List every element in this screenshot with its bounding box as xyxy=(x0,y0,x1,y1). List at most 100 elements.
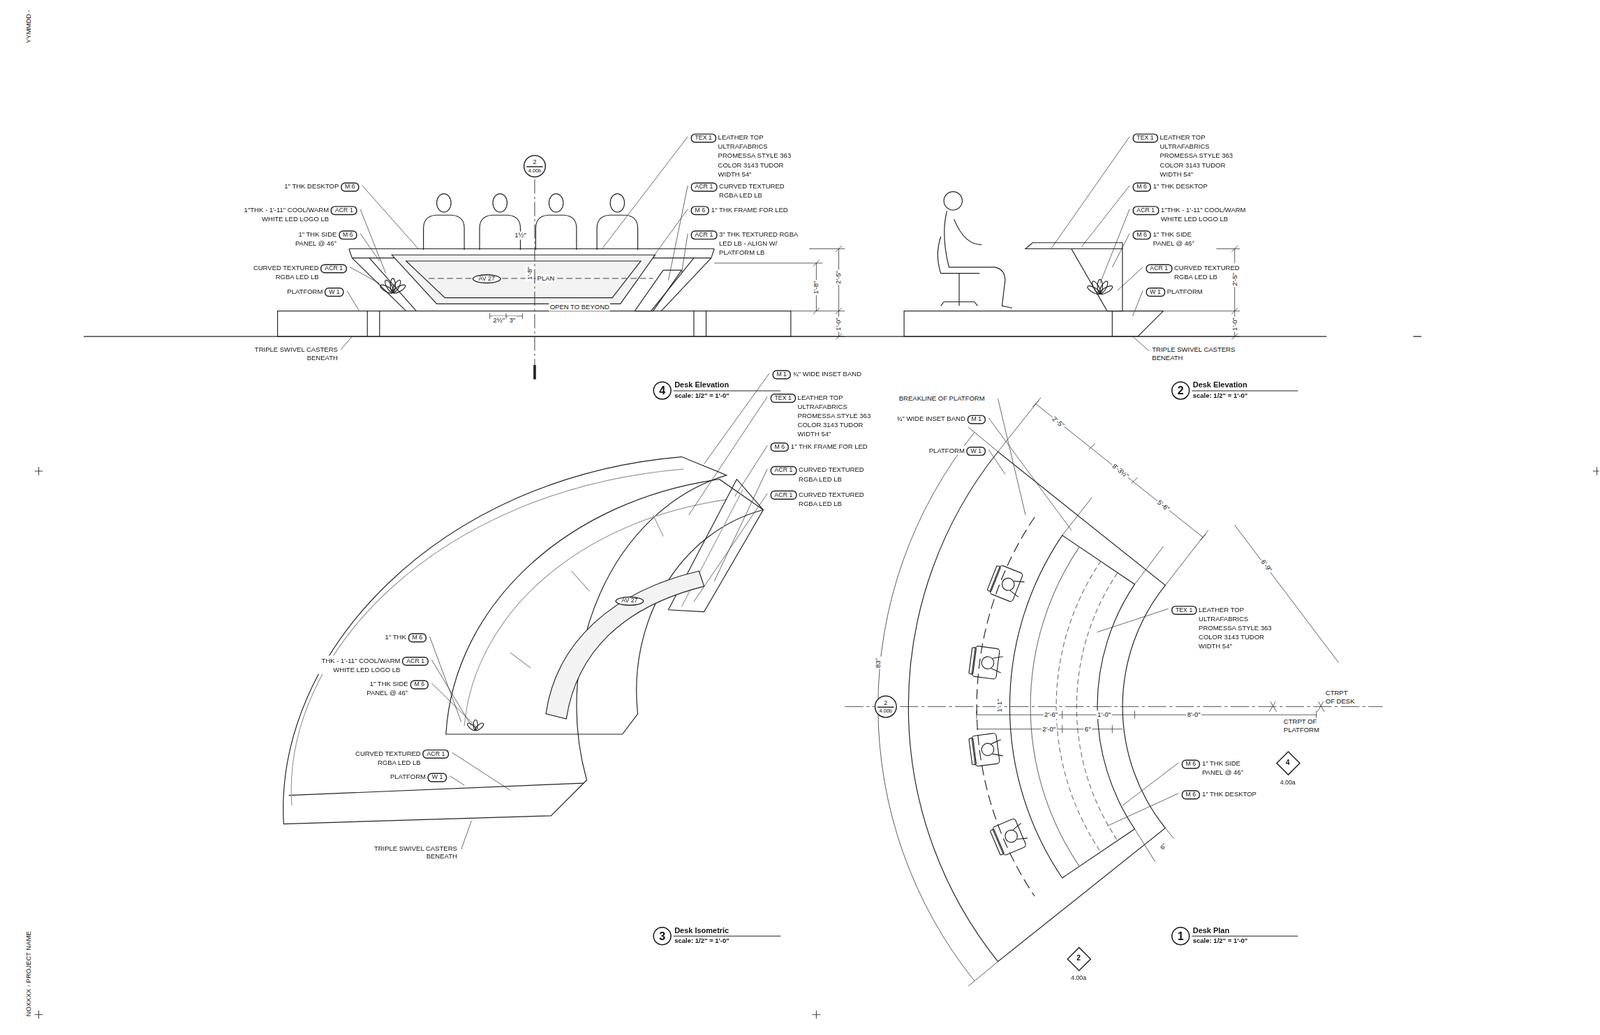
callout-note: 1" THK DESKTOP xyxy=(284,181,339,191)
section-number: 2 xyxy=(877,698,894,708)
dimension-line xyxy=(714,245,1240,340)
material-tag: M 6 xyxy=(691,205,710,216)
callout: 1"THK - 1'-11" COOL/WARM WHITE LED LOGO … xyxy=(226,205,358,224)
material-tag: TEX 1 xyxy=(691,133,717,143)
dimension-text: 1'-1" xyxy=(996,698,1005,714)
desk-elevation-front xyxy=(391,283,407,296)
callout-note: 1"THK - 1'-11" COOL/WARM WHITE LED LOGO … xyxy=(1160,205,1263,224)
desk-plan xyxy=(987,565,1001,592)
material-tag: TEX 1 xyxy=(1171,605,1197,616)
callout: 1" THK DESKTOPM 6 xyxy=(284,181,359,192)
desk-plan xyxy=(968,645,1004,680)
callout-note: 1"THK - 1'-11" COOL/WARM WHITE LED LOGO … xyxy=(226,205,329,224)
material-tag: W 1 xyxy=(966,446,986,456)
elevation-marker: 44.00a xyxy=(1273,749,1302,789)
desk-elevation-front xyxy=(406,261,641,299)
note-text: CTRPT OF DESK xyxy=(1324,689,1358,706)
callout-note: CURVED TEXTURED RGBA LED LB xyxy=(798,489,870,508)
material-tag: W 1 xyxy=(324,287,344,297)
callout: ACR 13" THK TEXTURED RGBA LED LB - ALIGN… xyxy=(691,229,810,257)
dimension-line xyxy=(714,249,845,338)
dimension-line xyxy=(1134,827,1174,862)
callout-note: PLATFORM xyxy=(286,286,323,296)
material-tag: ACR 1 xyxy=(1146,263,1173,273)
material-tag: ACR 1 xyxy=(330,205,358,216)
desk-elevation-front xyxy=(391,254,655,304)
leader-line xyxy=(340,136,1179,850)
material-tag: M 1 xyxy=(967,415,986,425)
note-text: TRIPLE SWIVEL CASTERS BENEATH xyxy=(364,844,458,861)
desk-elevation-side xyxy=(904,191,1164,337)
title-underline xyxy=(673,390,1299,937)
section-marker: 24.00b xyxy=(523,154,546,178)
dimension-text: 1'-0" xyxy=(834,316,844,333)
material-tag: W 1 xyxy=(1146,287,1166,297)
callout-note: 1" THK SIDE PANEL @ 46° xyxy=(351,679,408,698)
callout-note: 1" THK FRAME FOR LED xyxy=(790,441,868,451)
desk-elevation-side xyxy=(1071,249,1123,312)
material-tag: ACR 1 xyxy=(691,230,718,240)
sheet-number: 4.00a xyxy=(1064,973,1094,983)
note-text: TRIPLE SWIVEL CASTERS BENEATH xyxy=(245,345,339,362)
elevation-number: 2 xyxy=(1064,953,1094,965)
sheet-number: 4.00b xyxy=(879,707,893,715)
callout-note: 3" THK TEXTURED RGBA LED LB - ALIGN W/ P… xyxy=(719,229,810,257)
desk-plan xyxy=(968,647,977,675)
view-title: Desk Elevation xyxy=(1193,380,1249,391)
leader-line xyxy=(601,136,688,281)
desk-plan xyxy=(990,739,1004,758)
desk-plan xyxy=(989,816,1031,858)
elevation-number: 4 xyxy=(1273,758,1302,769)
callout: M 61" THK DESKTOP xyxy=(1132,181,1208,192)
desk-drawing xyxy=(34,136,1600,1020)
view-number: 2 xyxy=(1171,381,1190,400)
callout-note: PLATFORM xyxy=(929,445,965,455)
desk-elevation-side xyxy=(1112,311,1164,338)
callout: PLATFORMW 1 xyxy=(929,445,986,456)
desk-plan xyxy=(990,655,1004,673)
view-title: Desk Isometric xyxy=(674,926,730,937)
callout: CURVED TEXTURED RGBA LED LBACR 1 xyxy=(349,748,449,767)
dimension-text: 8'-0" xyxy=(1186,710,1202,720)
callout: TEX 1LEATHER TOP ULTRAFABRICS PROMESSA S… xyxy=(1171,604,1281,651)
dimension-text: 2'-0" xyxy=(1041,725,1057,734)
leader-line xyxy=(429,636,510,850)
callout-note: CURVED TEXTURED RGBA LED LB xyxy=(798,464,870,484)
callout-note: ¾" WIDE INSET BAND xyxy=(897,413,966,424)
callout: ACR 1CURVED TEXTURED RGBA LED LB xyxy=(770,489,871,508)
equipment-tag: AV 27 xyxy=(472,273,502,285)
material-tag: M 6 xyxy=(1181,790,1200,800)
callout-note: LEATHER TOP ULTRAFABRICS PROMESSA STYLE … xyxy=(797,393,880,440)
view-number: 1 xyxy=(1171,927,1190,946)
dimension-text: 6'-9" xyxy=(1258,557,1275,575)
view-title: Desk Plan xyxy=(1193,926,1249,937)
dimension-text: 3" xyxy=(508,316,517,325)
callout-note: PLATFORM xyxy=(390,772,426,782)
desk-elevation-side xyxy=(1086,279,1114,296)
material-tag: M 6 xyxy=(340,182,359,192)
frame-mark xyxy=(34,467,1600,1019)
view-scale: scale: 1/2" = 1'-0" xyxy=(1193,390,1249,402)
desk-elevation-front xyxy=(277,311,791,338)
sheet-number: 4.00b xyxy=(528,167,542,175)
callout-note: ¾" WIDE INSET BAND xyxy=(793,369,862,379)
callout-note: THK - 1'-11" COOL/WARM WHITE LED LOGO LB xyxy=(314,655,401,674)
callout: ACR 11"THK - 1'-11" COOL/WARM WHITE LED … xyxy=(1132,205,1264,224)
material-tag: ACR 1 xyxy=(770,490,798,500)
callout-note: LEATHER TOP ULTRAFABRICS PROMESSA STYLE … xyxy=(1160,132,1242,179)
dimension-line xyxy=(1137,249,1240,338)
dimension-line xyxy=(998,397,1209,586)
desk-elevation-front xyxy=(634,270,682,311)
desk-plan xyxy=(1011,823,1028,842)
view-title-block: 4Desk Elevationscale: 1/2" = 1'-0" xyxy=(653,380,730,401)
leader-line xyxy=(689,373,770,602)
desk-plan xyxy=(989,829,1004,856)
equipment-tag: AV 27 xyxy=(615,595,644,606)
desk-elevation-front xyxy=(596,215,638,250)
callout: W 1PLATFORM xyxy=(1146,286,1203,298)
dimension-text: 6" xyxy=(1157,841,1169,853)
note-text: PLAN xyxy=(536,274,556,283)
note-text: OPEN TO BEYOND xyxy=(548,302,611,312)
desk-elevation-side xyxy=(937,236,980,274)
